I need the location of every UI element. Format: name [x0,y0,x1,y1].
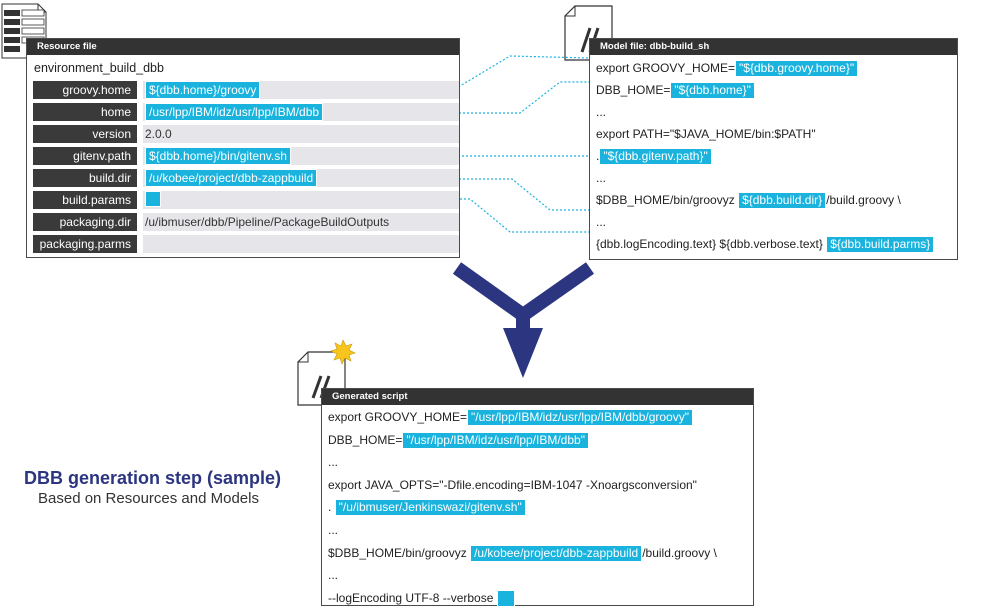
connector-groovy-home [454,55,595,90]
code-line: export GROOVY_HOME="${dbb.groovy.home}" [596,59,859,77]
resource-panel: Resource file environment_build_dbb groo… [26,38,460,258]
code-text: $DBB_HOME/bin/groovyz [596,193,739,207]
code-highlight: ${dbb.build.dir} [738,192,827,209]
code-line: ."${dbb.gitenv.path}" [596,147,712,165]
empty-highlight [145,191,161,207]
new-badge-icon [330,339,356,365]
empty-highlight [496,590,515,608]
code-highlight: "/u/ibmuser/Jenkinswazi/gitenv.sh" [334,499,526,517]
code-text: ... [596,215,607,229]
resource-value [143,191,459,209]
resource-key: groovy.home [33,81,137,99]
code-highlight: /u/kobee/project/dbb-zappbuild [470,544,643,562]
code-line: $DBB_HOME/bin/groovyz ${dbb.build.dir}/b… [596,191,901,209]
resource-row: gitenv.path ${dbb.home}/bin/gitenv.sh [33,147,459,165]
code-text: export PATH="$JAVA_HOME/bin:$PATH" [596,127,816,141]
resource-key: build.params [33,191,137,209]
code-highlight: "${dbb.home}" [670,82,755,99]
code-text: . [596,149,600,163]
caption-title: DBB generation step (sample) [24,468,282,488]
resource-value: ${dbb.home}/bin/gitenv.sh [143,147,459,165]
code-line: $DBB_HOME/bin/groovyz /u/kobee/project/d… [328,544,717,562]
code-text: ... [596,171,607,185]
resource-value: /usr/lpp/IBM/idz/usr/lpp/IBM/dbb [143,103,459,121]
resource-panel-header: Resource file [27,39,459,55]
resource-key: packaging.parms [33,235,137,253]
code-text: export GROOVY_HOME= [596,61,736,75]
code-line: ... [328,566,338,584]
code-text: $DBB_HOME/bin/groovyz [328,545,471,560]
merge-arrow-head [503,328,543,378]
resource-value: 2.0.0 [143,125,459,143]
code-text: DBB_HOME= [596,83,671,97]
code-text: {dbb.logEncoding.text} ${dbb.verbose.tex… [596,237,827,251]
code-highlight: "/usr/lpp/IBM/idz/usr/lpp/IBM/dbb/groovy… [467,409,693,426]
code-line: . "/u/ibmuser/Jenkinswazi/gitenv.sh" [328,498,526,517]
resource-key: build.dir [33,169,137,187]
resource-row: groovy.home ${dbb.home}/groovy [33,81,459,99]
code-line: ... [328,453,338,471]
merge-arrow [452,262,595,330]
code-text: . [328,500,335,515]
code-text: ... [328,523,339,537]
resource-key: home [33,103,137,121]
resource-key: version [33,125,137,143]
code-highlight: "${dbb.gitenv.path}" [599,148,712,165]
code-line: ... [596,169,606,187]
code-text: export JAVA_OPTS="-Dfile.encoding=IBM-10… [328,477,697,492]
code-text: export GROOVY_HOME= [328,410,468,424]
resource-value-text: 2.0.0 [145,127,172,141]
resource-title: environment_build_dbb [34,61,164,75]
code-highlight: "/usr/lpp/IBM/idz/usr/lpp/IBM/dbb" [402,431,589,449]
resource-value: ${dbb.home}/groovy [143,81,459,99]
resource-value-highlight: /usr/lpp/IBM/idz/usr/lpp/IBM/dbb [145,103,324,121]
resource-value-highlight: /u/kobee/project/dbb-zappbuild [145,169,318,187]
resource-value: /u/ibmuser/dbb/Pipeline/PackageBuildOutp… [143,213,459,231]
code-highlight: "${dbb.groovy.home}" [735,60,859,77]
code-line: DBB_HOME="/usr/lpp/IBM/idz/usr/lpp/IBM/d… [328,431,589,449]
code-line: {dbb.logEncoding.text} ${dbb.verbose.tex… [596,235,935,253]
resource-value-highlight: ${dbb.home}/groovy [145,81,261,99]
resource-value-highlight: ${dbb.home}/bin/gitenv.sh [145,147,291,165]
code-line: ... [596,213,606,231]
code-text: DBB_HOME= [328,432,403,447]
code-text-suffix: /build.groovy \ [826,193,901,207]
code-line: export JAVA_OPTS="-Dfile.encoding=IBM-10… [328,476,697,494]
code-text: ... [596,105,607,119]
generated-panel-header: Generated script [322,389,753,405]
code-text: --logEncoding UTF-8 --verbose [328,590,497,605]
resource-row: home/usr/lpp/IBM/idz/usr/lpp/IBM/dbb [33,103,459,121]
code-line: export GROOVY_HOME="/usr/lpp/IBM/idz/usr… [328,408,693,426]
resource-row: version 2.0.0 [33,125,459,143]
code-text-suffix: /build.groovy \ [642,545,717,560]
generated-panel: Generated script export GROOVY_HOME="/us… [321,388,754,608]
resource-value: /u/kobee/project/dbb-zappbuild [143,169,459,187]
code-line: ... [328,521,338,539]
resource-value [143,235,459,253]
model-panel: Model file: dbb-build_sh export GROOVY_H… [589,38,958,260]
model-panel-header: Model file: dbb-build_sh [590,39,957,55]
resource-key: gitenv.path [33,147,137,165]
code-line: ... [596,103,606,121]
resource-row: build.dir/u/kobee/project/dbb-zappbuild [33,169,459,187]
resource-row: packaging.parms [33,235,459,253]
code-text: ... [328,568,339,583]
resource-value-text: /u/ibmuser/dbb/Pipeline/PackageBuildOutp… [145,215,390,229]
code-highlight: ${dbb.build.parms} [826,236,935,253]
code-line: DBB_HOME="${dbb.home}" [596,81,755,99]
resource-row: build.params [33,191,459,209]
code-line: --logEncoding UTF-8 --verbose [328,589,515,608]
resource-row: packaging.dir/u/ibmuser/dbb/Pipeline/Pac… [33,213,459,231]
resource-key: packaging.dir [33,213,137,231]
caption-subtitle: Based on Resources and Models [38,490,259,507]
code-text: ... [328,455,339,470]
code-line: export PATH="$JAVA_HOME/bin:$PATH" [596,125,816,143]
